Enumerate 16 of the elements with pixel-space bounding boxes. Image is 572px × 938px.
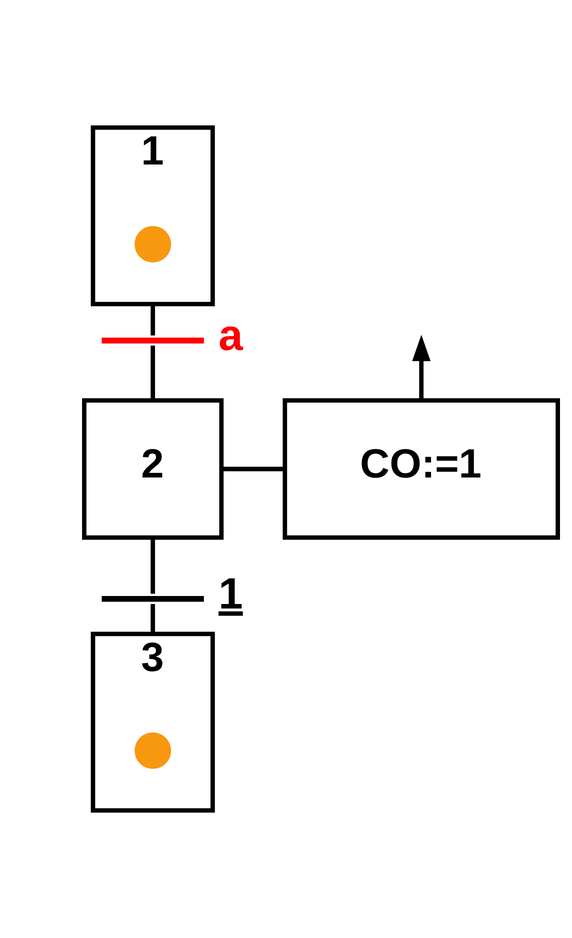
connector (150, 538, 156, 594)
node-label: a (218, 311, 243, 360)
node-label: 1 (218, 569, 243, 618)
node-box: CO:=1 (282, 398, 560, 540)
node-circle (134, 226, 172, 262)
node-box: 2 (82, 398, 224, 540)
node-bar (102, 596, 204, 602)
connector (150, 346, 156, 400)
cluster: 3 (90, 632, 215, 813)
node-circle (134, 732, 172, 769)
arrow (412, 334, 431, 400)
connector (150, 304, 156, 336)
connector (222, 466, 285, 472)
cluster: 1 (90, 125, 215, 306)
connector (150, 604, 156, 634)
node-bar (102, 338, 204, 344)
